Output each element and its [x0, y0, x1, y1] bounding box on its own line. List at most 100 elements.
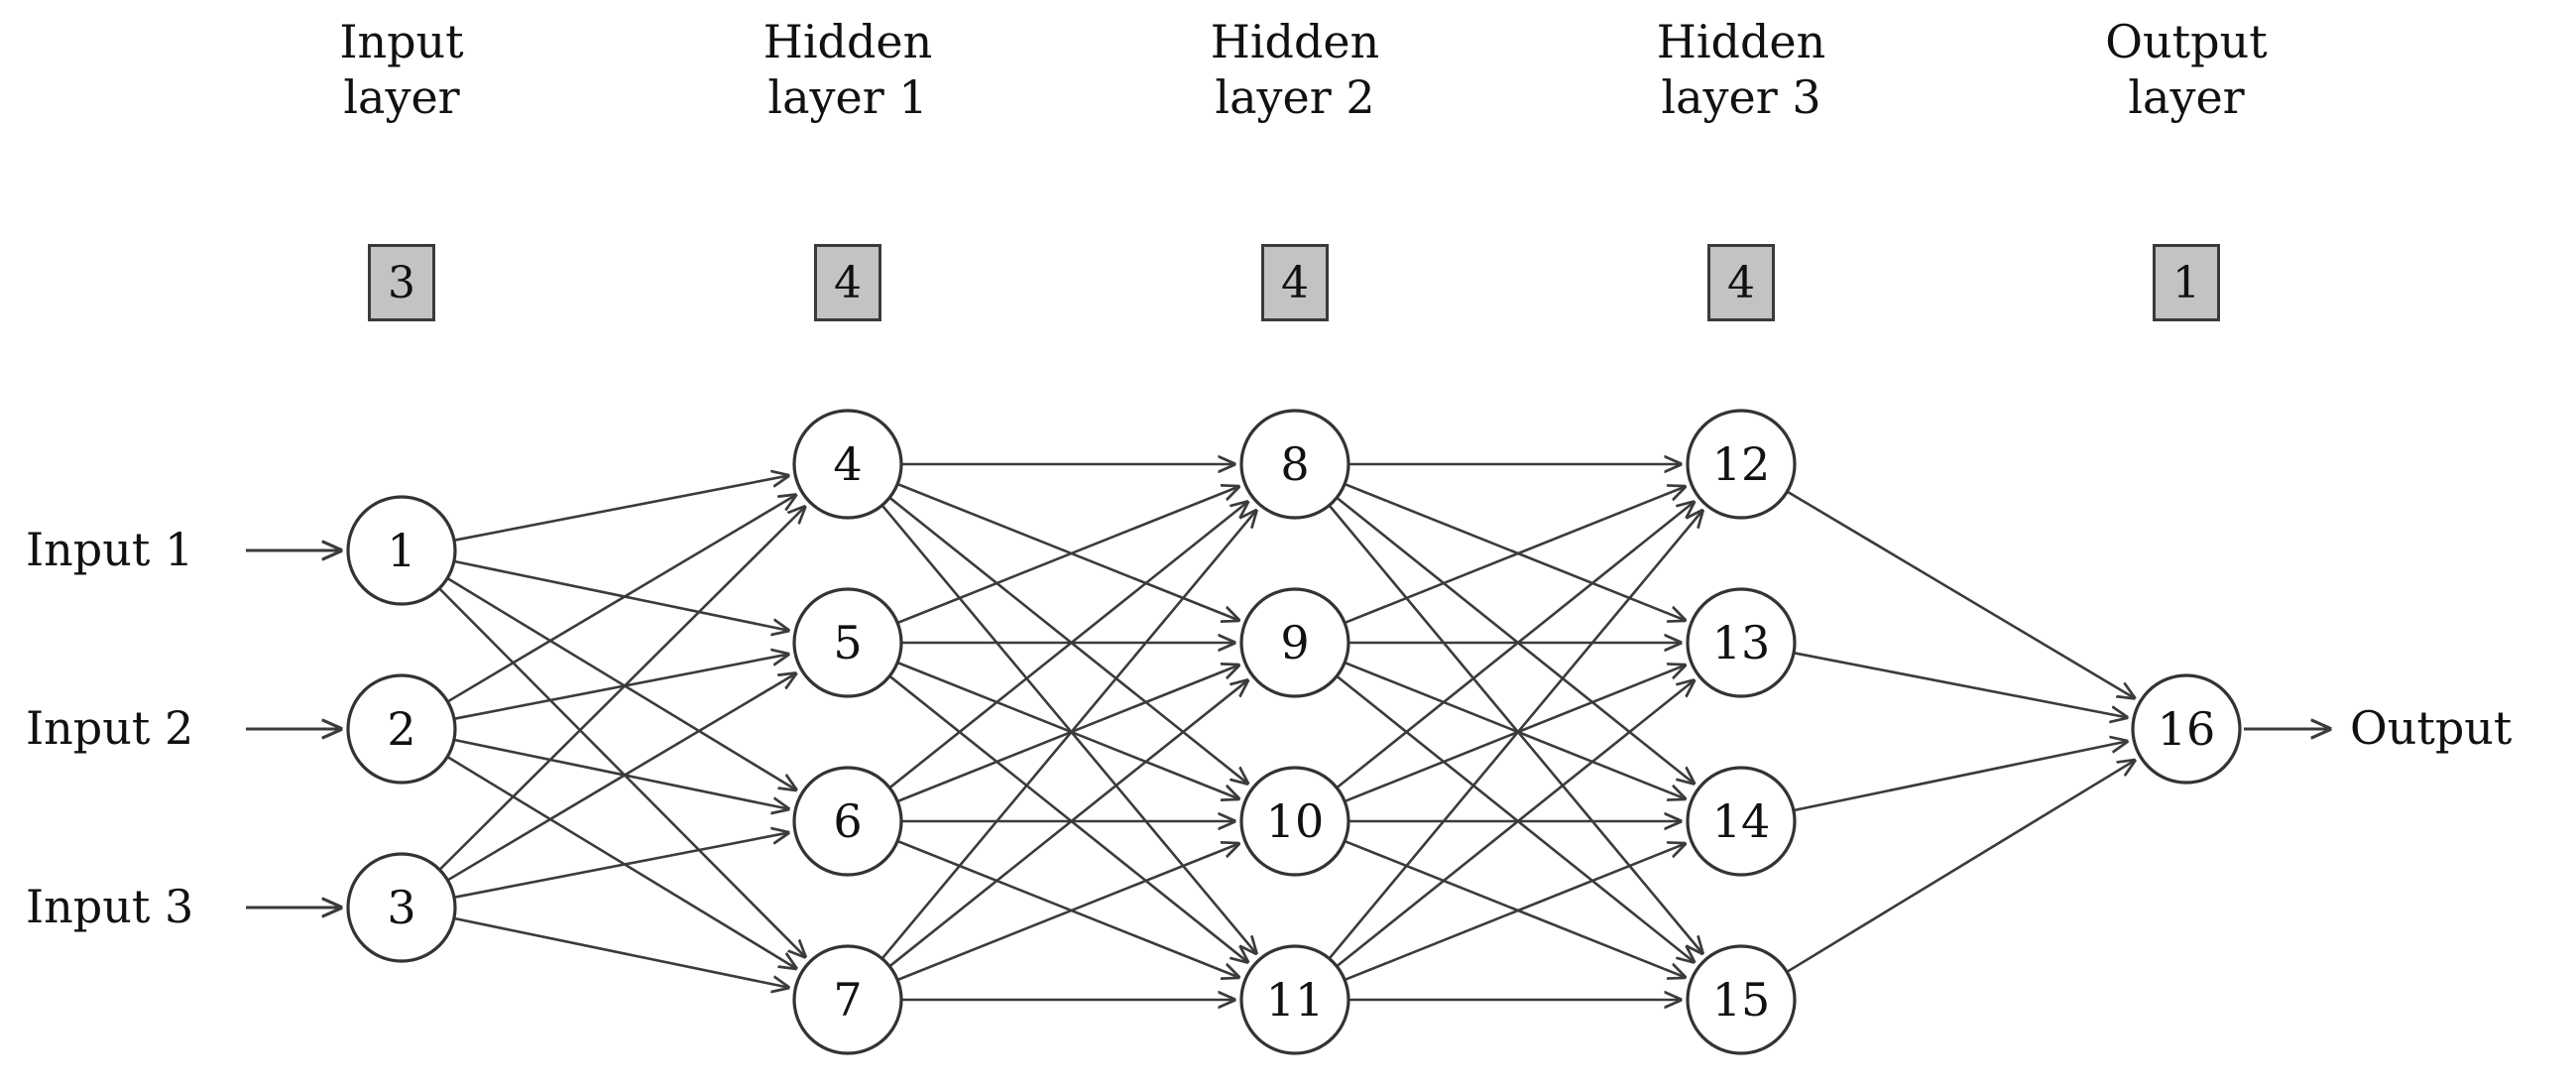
- edge-11-to-12: [1329, 511, 1702, 959]
- node-15[interactable]: 15: [1686, 944, 1797, 1055]
- edge-2-to-5: [454, 655, 788, 720]
- unit-count-badge-output: 1: [2153, 244, 2220, 321]
- header-line-2: layer 3: [1661, 70, 1821, 124]
- edge-10-to-12: [1337, 502, 1694, 788]
- edge-9-to-14: [1345, 662, 1685, 798]
- node-circle-10[interactable]: [1239, 766, 1350, 877]
- header-line-1: Output: [2105, 15, 2268, 68]
- node-circle-8[interactable]: [1239, 409, 1350, 520]
- edge-1-to-6: [447, 577, 796, 790]
- header-line-2: layer 1: [767, 70, 928, 124]
- header-line-2: layer 2: [1215, 70, 1375, 124]
- edge-7-to-10: [897, 844, 1238, 981]
- io-arrow-layer: [246, 550, 2330, 908]
- edge-11-to-13: [1337, 680, 1694, 967]
- node-16[interactable]: 16: [2131, 673, 2242, 785]
- input-label-3: Input 3: [26, 880, 194, 933]
- edge-1-to-7: [438, 588, 805, 957]
- node-circle-13[interactable]: [1686, 587, 1797, 698]
- node-circle-12[interactable]: [1686, 409, 1797, 520]
- node-label-14: 14: [1712, 794, 1771, 848]
- edge-7-to-9: [889, 680, 1247, 967]
- node-circle-2[interactable]: [346, 673, 457, 785]
- edge-6-to-8: [889, 502, 1247, 788]
- header-line-1: Hidden: [1656, 15, 1826, 68]
- unit-count-badge-input: 3: [368, 244, 435, 321]
- input-label-1: Input 1: [26, 523, 194, 576]
- edge-10-to-15: [1345, 840, 1685, 977]
- output-label: Output: [2350, 701, 2513, 755]
- column-header-input: Input layer: [203, 14, 600, 125]
- node-circle-5[interactable]: [792, 587, 903, 698]
- edge-9-to-12: [1345, 487, 1685, 624]
- node-1[interactable]: 1: [346, 495, 457, 606]
- header-line-1: Input: [339, 15, 464, 68]
- edge-2-to-4: [447, 495, 795, 703]
- node-2[interactable]: 2: [346, 673, 457, 785]
- node-10[interactable]: 10: [1239, 766, 1350, 877]
- edge-8-to-13: [1345, 483, 1685, 620]
- edge-5-to-10: [897, 662, 1238, 798]
- edge-4-to-9: [897, 483, 1238, 620]
- node-circle-3[interactable]: [346, 852, 457, 963]
- node-circle-4[interactable]: [792, 409, 903, 520]
- node-circle-1[interactable]: [346, 495, 457, 606]
- column-header-output: Output layer: [1988, 14, 2385, 125]
- column-header-hidden2: Hidden layer 2: [1097, 14, 1493, 125]
- edge-11-to-14: [1345, 844, 1685, 981]
- header-line-1: Hidden: [762, 15, 933, 68]
- edge-3-to-6: [454, 833, 788, 899]
- node-3[interactable]: 3: [346, 852, 457, 963]
- edge-1-to-5: [454, 559, 788, 631]
- node-label-4: 4: [833, 437, 862, 491]
- node-circle-7[interactable]: [792, 944, 903, 1055]
- node-14[interactable]: 14: [1686, 766, 1797, 877]
- column-header-hidden1: Hidden layer 1: [649, 14, 1046, 125]
- node-label-15: 15: [1712, 973, 1771, 1027]
- edge-12-to-16: [1787, 490, 2134, 698]
- input-label-2: Input 2: [26, 701, 194, 755]
- node-label-12: 12: [1712, 437, 1771, 491]
- node-label-6: 6: [833, 794, 862, 848]
- column-header-hidden3: Hidden layer 3: [1543, 14, 1939, 125]
- node-4[interactable]: 4: [792, 409, 903, 520]
- node-11[interactable]: 11: [1239, 944, 1350, 1055]
- node-label-13: 13: [1712, 616, 1771, 669]
- header-line-1: Hidden: [1210, 15, 1380, 68]
- unit-count-badge-hidden2: 4: [1261, 244, 1329, 321]
- edge-5-to-8: [897, 487, 1238, 624]
- node-12[interactable]: 12: [1686, 409, 1797, 520]
- node-7[interactable]: 7: [792, 944, 903, 1055]
- node-9[interactable]: 9: [1239, 587, 1350, 698]
- node-circle-16[interactable]: [2131, 673, 2242, 785]
- edge-8-to-15: [1329, 505, 1702, 953]
- node-circle-9[interactable]: [1239, 587, 1350, 698]
- edge-13-to-16: [1794, 652, 2127, 717]
- edge-9-to-15: [1337, 675, 1694, 962]
- node-label-2: 2: [387, 702, 415, 756]
- node-6[interactable]: 6: [792, 766, 903, 877]
- node-circle-14[interactable]: [1686, 766, 1797, 877]
- edge-4-to-11: [881, 505, 1256, 953]
- node-circle-11[interactable]: [1239, 944, 1350, 1055]
- edge-14-to-16: [1794, 741, 2127, 812]
- edge-3-to-7: [454, 916, 788, 988]
- node-label-10: 10: [1266, 794, 1325, 848]
- node-5[interactable]: 5: [792, 587, 903, 698]
- node-circle-15[interactable]: [1686, 944, 1797, 1055]
- edge-2-to-6: [454, 738, 788, 809]
- header-line-2: layer: [343, 70, 460, 124]
- edge-layer: [438, 464, 2135, 1000]
- node-label-9: 9: [1280, 616, 1309, 669]
- node-label-7: 7: [833, 973, 862, 1027]
- node-8[interactable]: 8: [1239, 409, 1350, 520]
- node-label-8: 8: [1280, 437, 1309, 491]
- edge-4-to-10: [889, 497, 1247, 784]
- node-13[interactable]: 13: [1686, 587, 1797, 698]
- edge-6-to-9: [897, 666, 1238, 802]
- header-line-2: layer: [2128, 70, 2245, 124]
- node-circle-6[interactable]: [792, 766, 903, 877]
- node-label-1: 1: [387, 524, 415, 577]
